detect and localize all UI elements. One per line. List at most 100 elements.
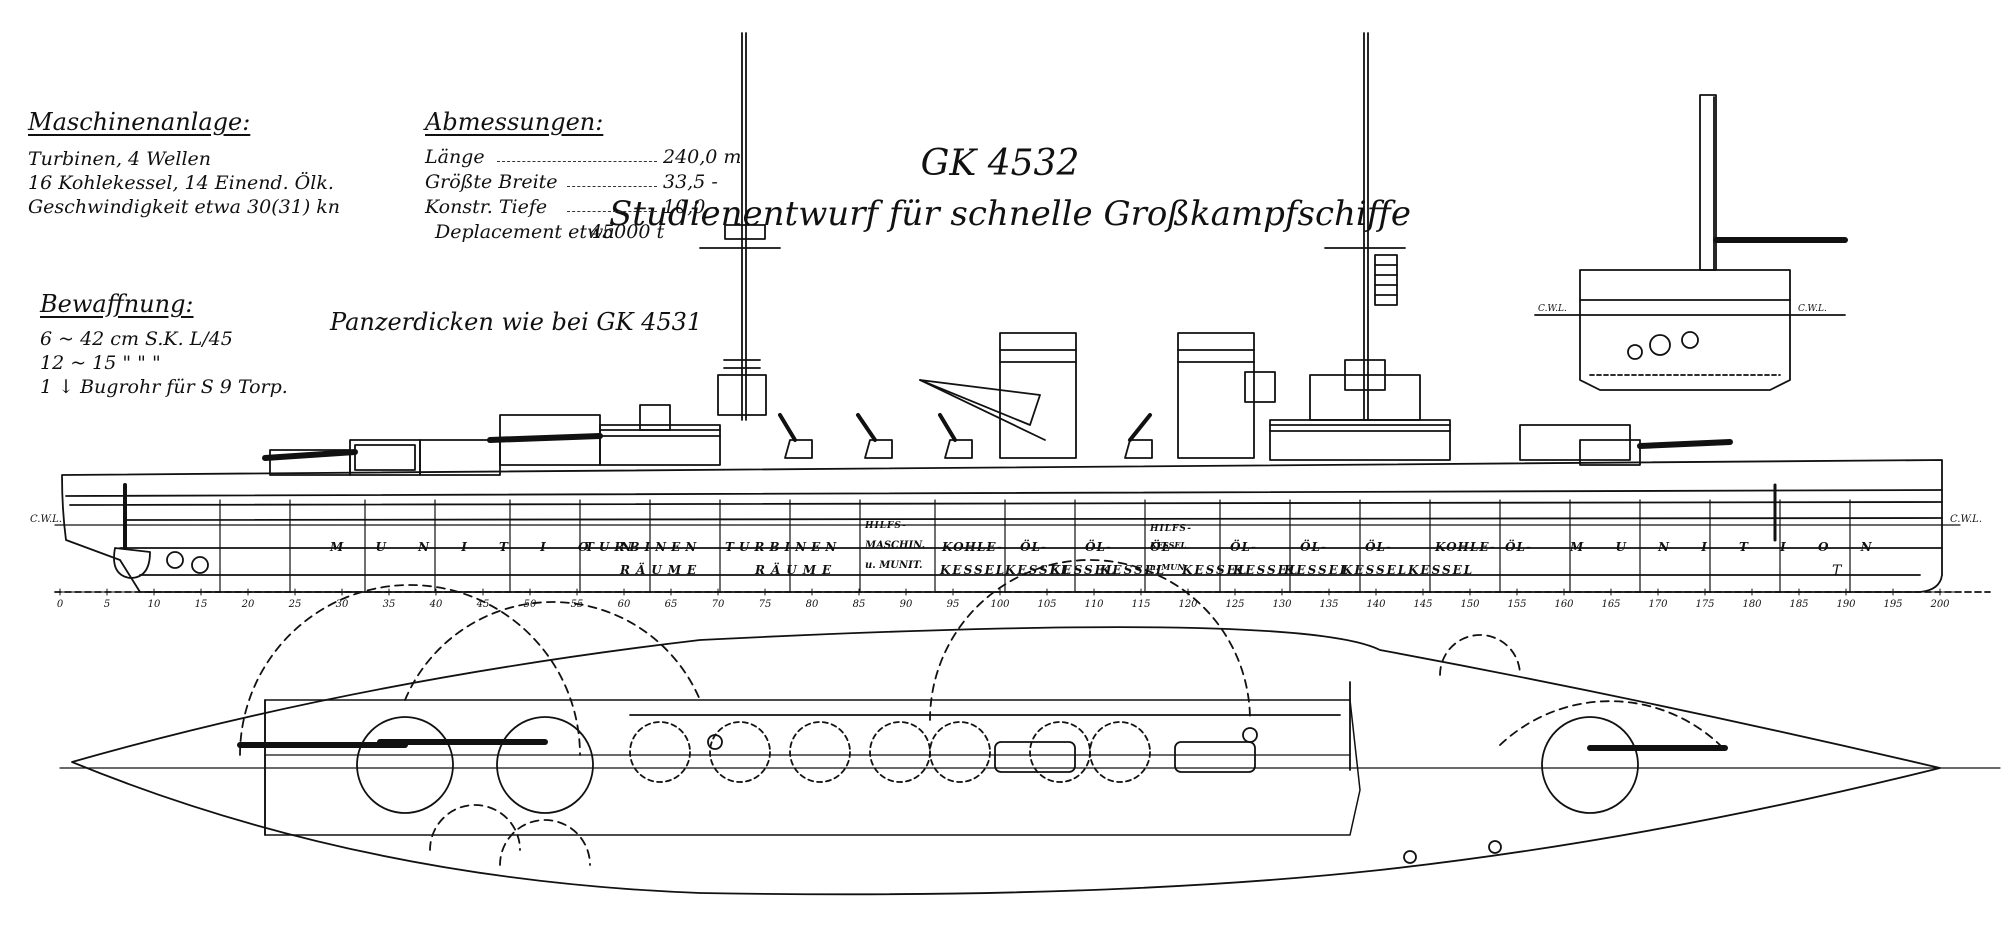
svg-text:KESSEL: KESSEL: [1099, 563, 1166, 577]
frame-number: 180: [1742, 599, 1762, 610]
stern-mark: T: [1832, 563, 1843, 579]
svg-text:HILFS-: HILFS-: [864, 521, 907, 531]
dimension-row: Länge 240,0 m: [425, 146, 741, 171]
armament-line: 6 ~ 42 cm S.K. L/45: [40, 328, 233, 350]
frame-number: 175: [1695, 599, 1714, 610]
frame-number: 30: [336, 599, 349, 610]
frame-number: 85: [853, 599, 866, 610]
frame-number: 65: [665, 599, 678, 610]
svg-text:TURBINEN: TURBINEN: [585, 540, 701, 554]
frame-number: 165: [1601, 599, 1620, 610]
svg-text:KESSEL: KESSEL: [1149, 540, 1187, 550]
armament-block: Bewaffnung: 6 ~ 42 cm S.K. L/45 12 ~ 15 …: [40, 290, 288, 400]
crane: [919, 379, 1046, 441]
drawing-number: GK 4532: [921, 143, 1080, 184]
frame-number: 140: [1366, 599, 1386, 610]
frame-number: 150: [1460, 599, 1480, 610]
svg-text:ÖL-: ÖL-: [1085, 538, 1112, 554]
frame-number: 120: [1178, 599, 1198, 610]
frame-number: 160: [1554, 599, 1574, 610]
frame-number: 170: [1648, 599, 1668, 610]
frame-number: 15: [195, 599, 208, 610]
svg-text:MASCHIN.: MASCHIN.: [864, 540, 925, 551]
machinery-heading: Maschinenanlage:: [28, 108, 251, 136]
frame-number: 200: [1929, 599, 1950, 610]
main-mast: [1324, 32, 1406, 421]
svg-text:ÖL-: ÖL-: [1150, 538, 1177, 554]
svg-text:ÖL-: ÖL-: [1300, 538, 1327, 554]
dimensions-heading: Abmessungen:: [425, 108, 604, 136]
frame-number: 25: [288, 599, 302, 610]
compartment-labels-top: M U N I T I O N TURBINEN TURBINEN HILFS-…: [329, 521, 1886, 554]
dimension-label: Konstr. Tiefe: [425, 196, 548, 218]
fore-mast: [699, 32, 781, 421]
frame-number: 60: [618, 599, 631, 610]
frame-number: 50: [524, 599, 537, 610]
secondary-guns: [778, 413, 1152, 442]
dimension-row: Größte Breite 33,5 -: [425, 171, 725, 196]
svg-text:M U N I T I O N: M U N I T I O N: [1569, 540, 1886, 554]
svg-text:ÖL-: ÖL-: [1505, 538, 1532, 554]
secondary-gun-positions: [629, 721, 1151, 783]
machinery-line: 16 Kohlekessel, 14 Einend. Ölk.: [28, 172, 334, 194]
forward-funnel: [999, 332, 1077, 459]
svg-text:KESSEL: KESSEL: [1283, 563, 1350, 577]
frame-number: 135: [1319, 599, 1338, 610]
svg-text:u. MUN.: u. MUN.: [1150, 562, 1187, 572]
frame-number: 105: [1037, 599, 1056, 610]
dimension-value: 240,0 m: [663, 146, 742, 168]
arcs-of-fire: [239, 559, 1721, 866]
svg-text:KESSEL: KESSEL: [939, 563, 1006, 577]
frame-number: 35: [383, 599, 396, 610]
frame-number: 190: [1836, 599, 1856, 610]
svg-text:KESSEL: KESSEL: [1341, 563, 1408, 577]
frame-number: 95: [947, 599, 960, 610]
dimensions-block: Abmessungen: Länge 240,0 m Größte Breite…: [425, 108, 741, 246]
frame-number: 20: [241, 599, 255, 610]
svg-text:KESSEL: KESSEL: [1407, 563, 1474, 577]
dimension-label: Größte Breite: [425, 171, 558, 193]
frame-number: 70: [712, 599, 725, 610]
svg-text:KOHLE-: KOHLE-: [941, 540, 1003, 554]
after-funnel: [1177, 332, 1255, 459]
frame-number: 75: [759, 599, 772, 610]
frame-number: 110: [1084, 599, 1104, 610]
frame-number: 100: [990, 599, 1010, 610]
frame-number: 155: [1507, 599, 1526, 610]
frame-number: 5: [104, 599, 110, 610]
svg-text:TURBINEN: TURBINEN: [725, 540, 841, 554]
waterline-label-fore: C.W.L.: [1950, 514, 1982, 525]
machinery-block: Maschinenanlage: Turbinen, 4 Wellen 16 K…: [28, 108, 340, 220]
machinery-line: Turbinen, 4 Wellen: [28, 148, 212, 170]
section-waterline-label-right: C.W.L.: [1798, 304, 1827, 314]
forward-superstructure: [269, 404, 721, 476]
deck-fittings: [707, 727, 1502, 864]
armament-heading: Bewaffnung:: [40, 290, 194, 318]
frame-number: 115: [1131, 599, 1150, 610]
dimension-value: 45000 t: [590, 221, 665, 243]
stern-fittings: [113, 547, 209, 579]
frame-number: 10: [148, 599, 161, 610]
frame-number: 130: [1272, 599, 1292, 610]
dimension-row: Deplacement etwa 45000 t: [435, 221, 735, 246]
compartment-labels-mid: MASCHIN. KESSEL: [864, 540, 1187, 551]
main-turrets-plan: [237, 716, 1728, 814]
svg-text:u. MUNIT.: u. MUNIT.: [865, 560, 922, 571]
frame-number: 195: [1883, 599, 1902, 610]
dimension-label: Deplacement etwa: [435, 221, 615, 243]
frame-number: 90: [900, 599, 913, 610]
secondary-gun-houses: [784, 439, 1153, 459]
bulkheads: [219, 499, 1851, 593]
svg-text:M U N I T I O N: M U N I T I O N: [329, 540, 646, 554]
svg-text:KESSEL: KESSEL: [1232, 563, 1299, 577]
midship-section: C.W.L. C.W.L.: [1534, 94, 1848, 391]
svg-text:ÖL-: ÖL-: [1230, 538, 1257, 554]
machinery-line: Geschwindigkeit etwa 30(31) kn: [28, 196, 341, 218]
frame-number: 40: [429, 599, 443, 610]
svg-text:HILFS-: HILFS-: [1149, 524, 1192, 534]
svg-text:KOHLE-: KOHLE-: [1434, 540, 1496, 554]
svg-text:KESSEL: KESSEL: [1049, 563, 1116, 577]
armament-line: 12 ~ 15 " " ": [40, 352, 161, 374]
armor-note: Panzerdicken wie bei GK 4531: [329, 308, 702, 336]
